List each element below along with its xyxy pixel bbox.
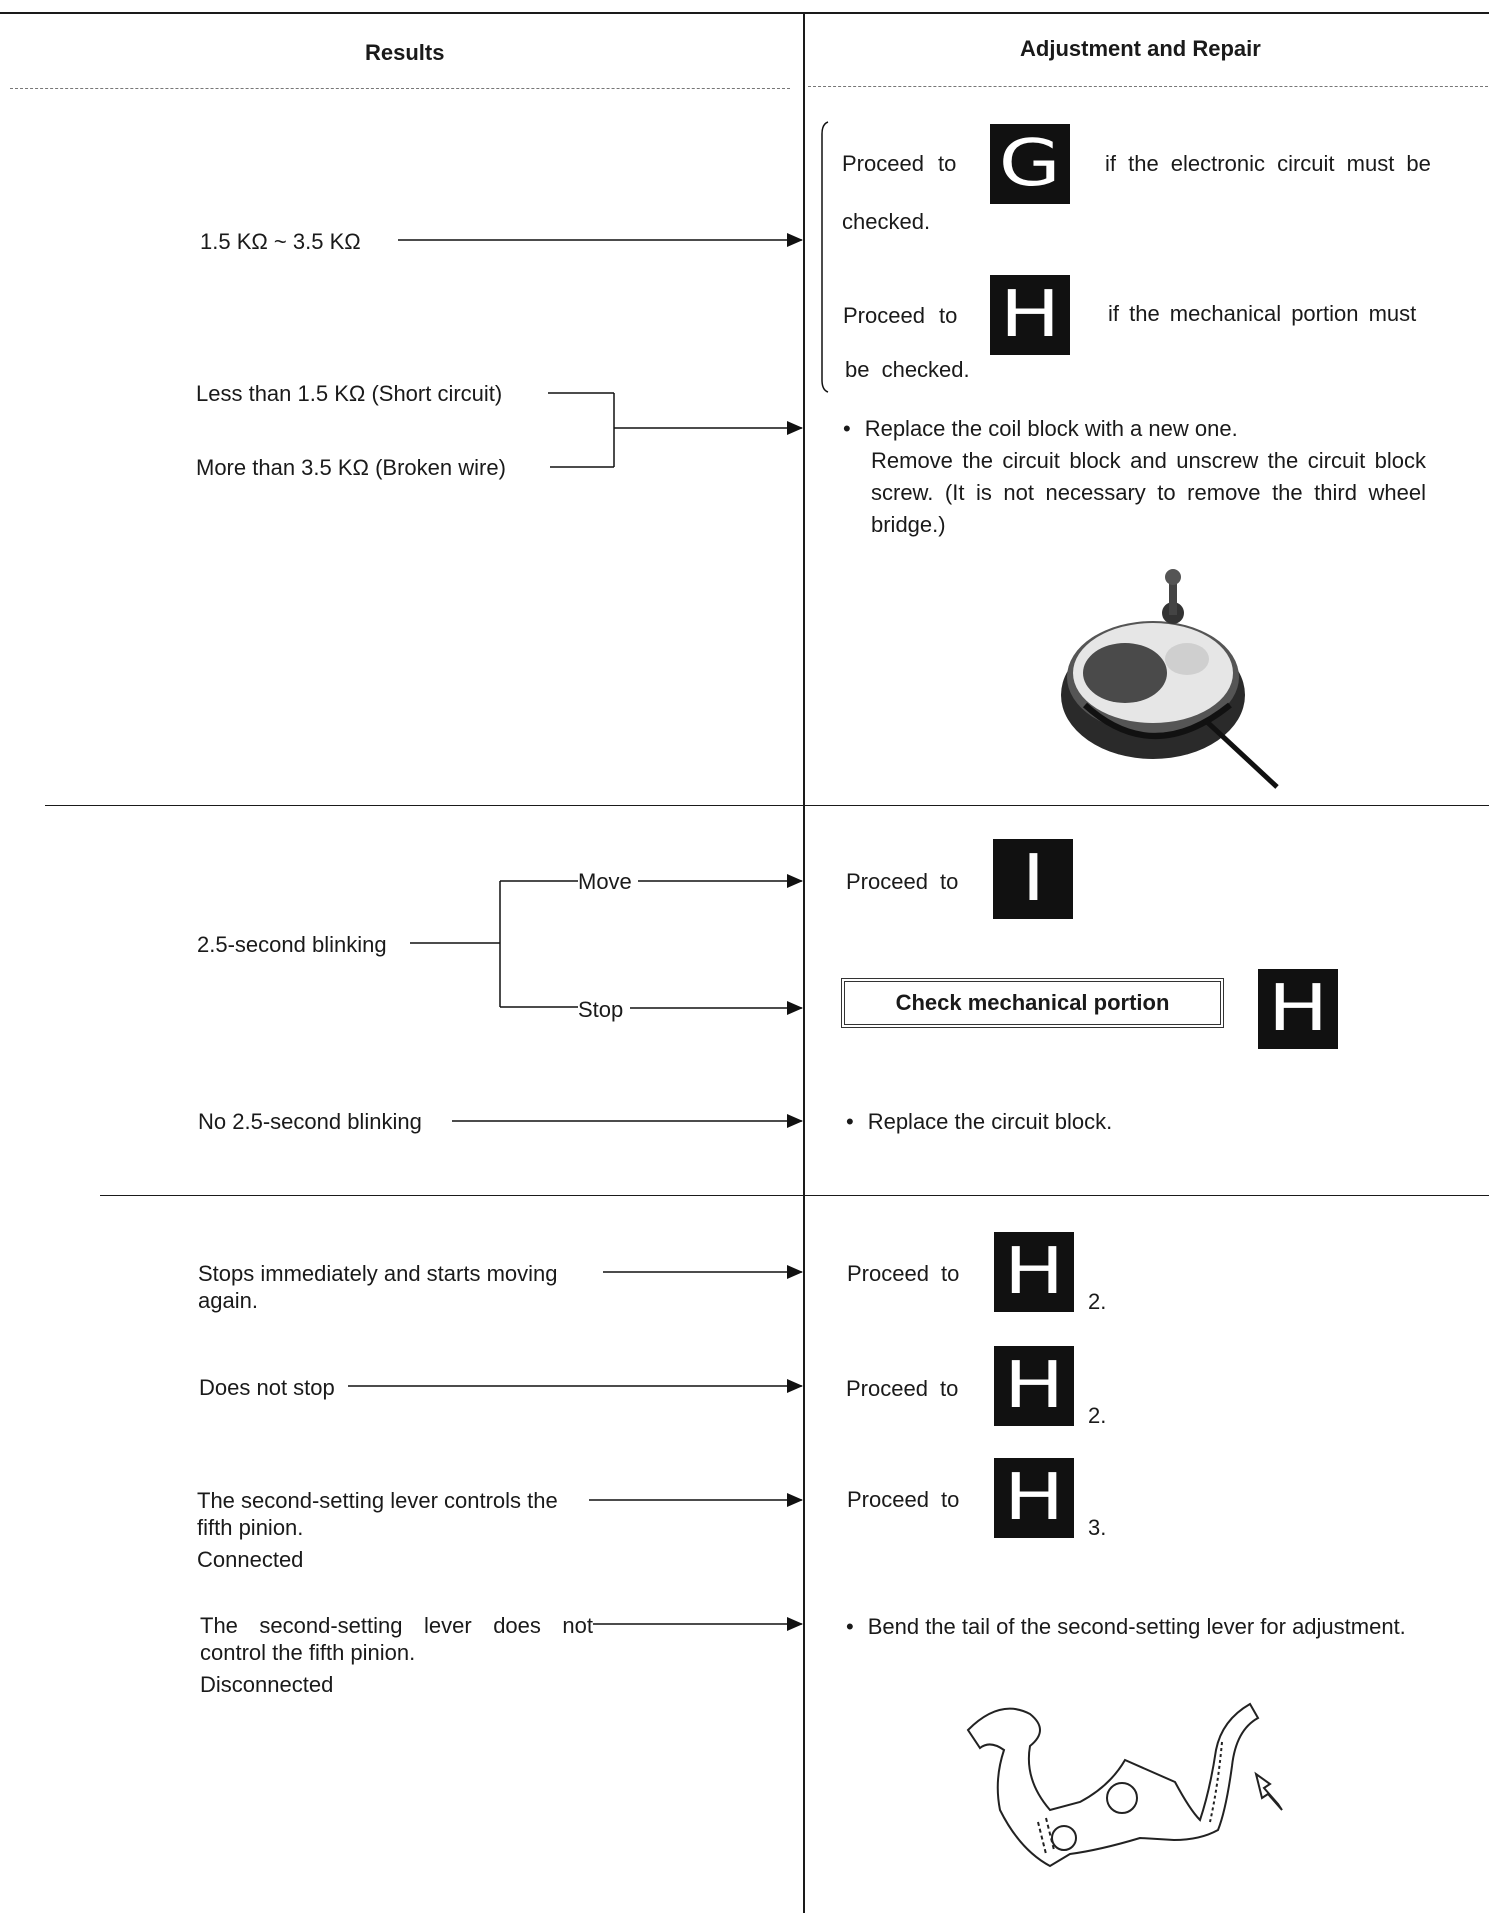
header-rule-right [808, 86, 1488, 87]
disconnected-description: The second-setting lever does not contro… [200, 1612, 593, 1666]
badge-g: G [990, 124, 1070, 204]
proceed-h3-prefix: Proceed to [847, 1487, 960, 1512]
badge-check-h: H [1258, 969, 1338, 1049]
connected-label: Connected [197, 1547, 304, 1572]
replace-circuit-step: Replace the circuit block. [846, 1108, 1113, 1135]
proceed-h-continued: be checked. [845, 357, 970, 382]
less-than-result: Less than 1.5 KΩ (Short circuit) [196, 380, 507, 407]
proceed-g-suffix: if the electronic circuit must be [1105, 151, 1431, 176]
more-than-result: More than 3.5 KΩ (Broken wire) [196, 454, 508, 481]
proceed-h2b-prefix: Proceed to [846, 1376, 959, 1401]
section-divider-1 [45, 805, 1489, 806]
step-3: 3. [1088, 1515, 1107, 1540]
disconnected-label: Disconnected [200, 1672, 334, 1697]
badge-i: I [993, 839, 1073, 919]
stop-label: Stop [578, 997, 624, 1022]
blinking-result: 2.5-second blinking [197, 931, 389, 958]
adjustment-header: Adjustment and Repair [1020, 36, 1261, 61]
section-divider-2 [100, 1195, 1489, 1196]
badge-h2b: H [994, 1346, 1074, 1426]
replace-coil-step: Replace the coil block with a new one. [843, 415, 1238, 442]
proceed-h-suffix: if the mechanical portion must [1108, 301, 1417, 326]
range-result: 1.5 KΩ ~ 3.5 KΩ [200, 228, 363, 255]
top-rule [0, 12, 1489, 14]
column-divider [803, 12, 805, 1913]
no-blinking-result: No 2.5-second blinking [198, 1108, 424, 1135]
does-not-stop-result: Does not stop [199, 1374, 337, 1401]
header-rule-left [10, 88, 790, 89]
results-header: Results [365, 40, 445, 65]
step-2a: 2. [1088, 1289, 1107, 1314]
bend-tail-step: Bend the tail of the second-setting leve… [846, 1611, 1454, 1643]
badge-h3: H [994, 1458, 1074, 1538]
coil-block-illustration [1061, 569, 1279, 789]
stops-immediately-result: Stops immediately and starts moving agai… [198, 1260, 603, 1314]
lever-illustration [966, 1702, 1283, 1868]
connected-description: The second-setting lever controls the fi… [197, 1487, 589, 1541]
proceed-h-prefix: Proceed to [843, 303, 958, 328]
badge-h: H [990, 275, 1070, 355]
proceed-i-prefix: Proceed to [846, 869, 959, 894]
move-label: Move [578, 869, 632, 894]
badge-h2a: H [994, 1232, 1074, 1312]
step-2b: 2. [1088, 1403, 1107, 1428]
replace-coil-detail: Remove the circuit block and unscrew the… [871, 448, 1426, 537]
proceed-h2a-prefix: Proceed to [847, 1261, 960, 1286]
proceed-g-prefix: Proceed to [842, 151, 957, 176]
check-mechanical-box: Check mechanical portion [841, 978, 1224, 1028]
proceed-g-continued: checked. [842, 209, 931, 234]
